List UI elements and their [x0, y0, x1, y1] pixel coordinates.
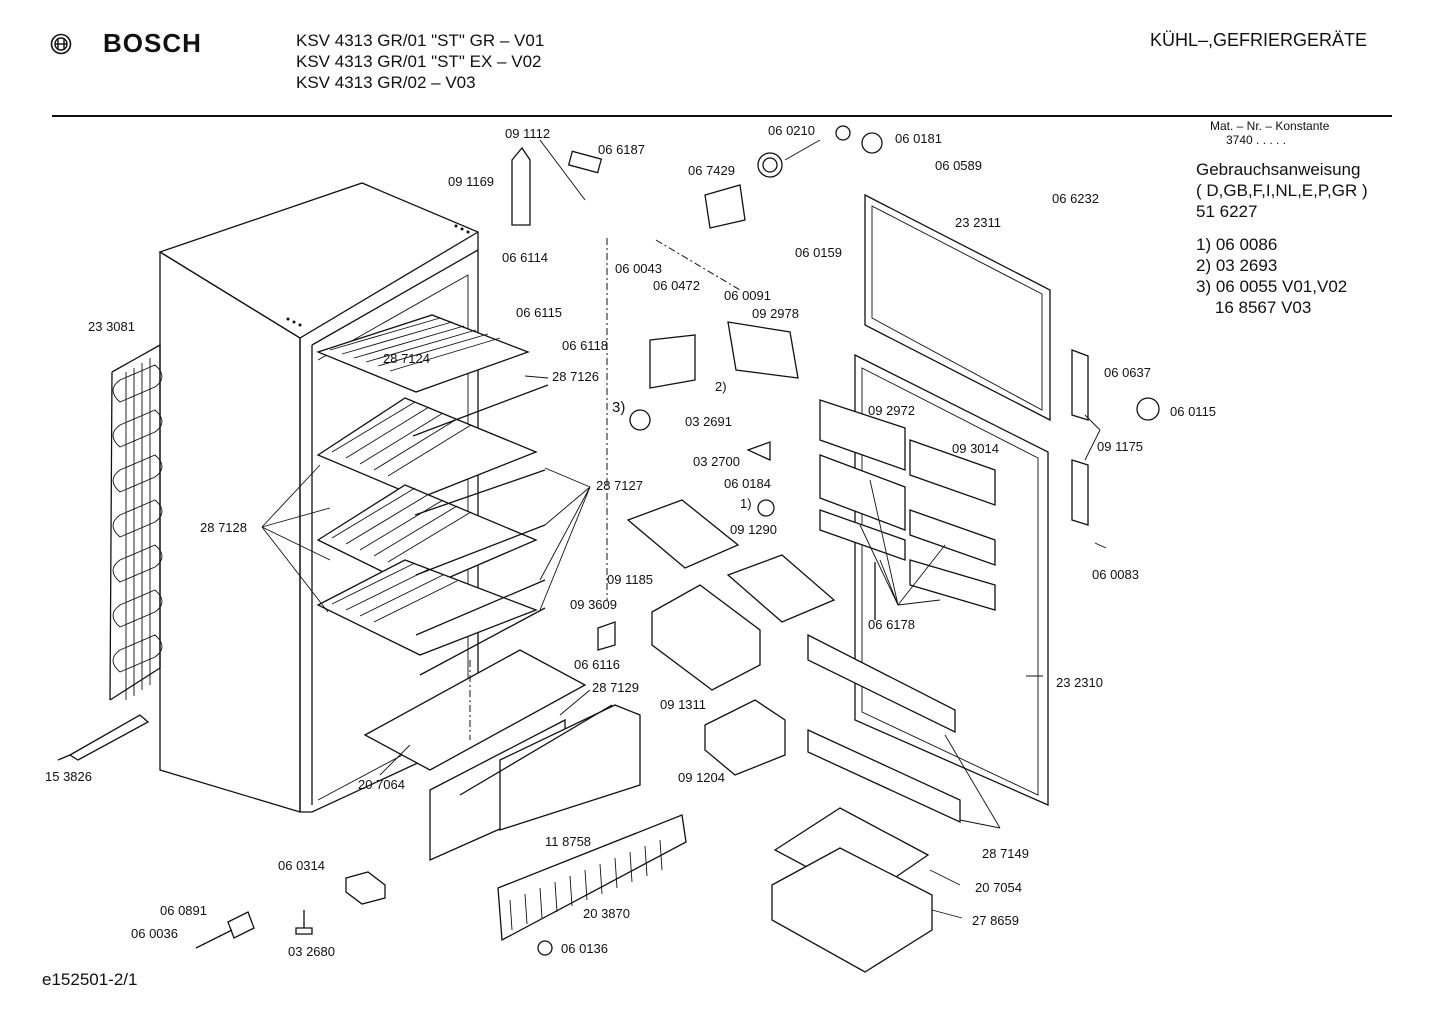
info-box: Mat. – Nr. – Konstante 3740 . . . . . Ge… — [1196, 119, 1368, 318]
part-label: 15 3826 — [45, 769, 92, 784]
part-label: 23 2311 — [955, 215, 1001, 230]
part-label: 03 2700 — [693, 454, 740, 469]
part-label: 06 0083 — [1092, 567, 1139, 582]
note-1: 1) 06 0086 — [1196, 235, 1278, 254]
part-label: 28 7129 — [592, 680, 639, 695]
bottom-drawers — [771, 807, 933, 973]
header-divider — [52, 115, 1392, 117]
part-label: 09 2972 — [868, 403, 915, 418]
part-label: 20 7064 — [358, 777, 405, 792]
part-label: 03 2691 — [685, 414, 732, 429]
mat-label: Mat. – Nr. – Konstante — [1210, 119, 1330, 133]
door-bins — [807, 399, 996, 824]
part-label: 09 2978 — [752, 306, 799, 321]
egg-trays — [626, 499, 836, 776]
part-label: 06 6178 — [868, 617, 915, 632]
assembly-centerlines — [469, 238, 741, 740]
part-label: 23 3081 — [88, 319, 135, 334]
crisper-drawers — [363, 649, 641, 862]
part-number-labels: 09 1112 06 6187 09 1169 06 0210 06 0181 06 05… — [45, 123, 1216, 959]
part-label: 28 7124 — [383, 351, 430, 366]
bosch-armature-logo-icon — [50, 33, 72, 55]
appliance-category: KÜHL–,GEFRIERGERÄTE — [1150, 30, 1368, 50]
part-label: 09 1175 — [1097, 439, 1143, 454]
part-label: 06 6115 — [516, 305, 562, 320]
note-2: 2) 03 2693 — [1196, 256, 1278, 275]
model-line: KSV 4313 GR/02 – V03 — [296, 73, 476, 92]
part-label: 06 0314 — [278, 858, 325, 873]
part-label: 23 2310 — [1056, 675, 1103, 690]
drawing-id: e152501-2/1 — [42, 970, 138, 989]
ventilation-grille — [497, 814, 687, 942]
model-line: KSV 4313 GR/01 "ST" GR – V01 — [296, 31, 545, 50]
part-label: 09 1204 — [678, 770, 725, 785]
part-label: 06 0181 — [895, 131, 942, 146]
part-label: 09 1112 — [505, 126, 550, 141]
part-label: 20 7054 — [975, 880, 1022, 895]
manual-languages: ( D,GB,F,I,NL,E,P,GR ) — [1196, 181, 1368, 200]
part-label: 09 1185 — [607, 572, 653, 587]
condenser-coil — [109, 344, 163, 701]
part-label: 06 6232 — [1052, 191, 1099, 206]
part-label: 06 0043 — [615, 261, 662, 276]
part-label: 2) — [715, 379, 727, 394]
part-label: 09 1311 — [660, 697, 706, 712]
part-label: 28 7128 — [200, 520, 247, 535]
part-label: 1) — [740, 496, 752, 511]
part-label: 06 0136 — [561, 941, 608, 956]
part-label: 11 8758 — [545, 834, 591, 849]
part-label: 06 6118 — [562, 338, 608, 353]
part-label: 06 6114 — [502, 250, 548, 265]
small-parts — [57, 125, 1160, 956]
part-label: 06 0184 — [724, 476, 771, 491]
part-label: 28 7127 — [596, 478, 643, 493]
freezer-door — [864, 193, 1051, 422]
part-label: 06 0891 — [160, 903, 207, 918]
note-4: 16 8567 V03 — [1196, 298, 1312, 317]
part-label: 09 3014 — [952, 441, 999, 456]
part-label: 06 0115 — [1170, 404, 1216, 419]
part-label: 06 0210 — [768, 123, 815, 138]
manual-number: 51 6227 — [1196, 202, 1258, 221]
model-line: KSV 4313 GR/01 "ST" EX – V02 — [296, 52, 542, 71]
leader-lines — [261, 139, 1107, 919]
note-3: 3) 06 0055 V01,V02 — [1196, 277, 1348, 296]
part-label: 06 0091 — [724, 288, 771, 303]
part-label: 06 0036 — [131, 926, 178, 941]
part-label: 09 1290 — [730, 522, 777, 537]
part-label: 28 7126 — [552, 369, 599, 384]
part-label: 27 8659 — [972, 913, 1019, 928]
glass-shelves — [316, 314, 549, 676]
part-label: 06 0159 — [795, 245, 842, 260]
part-label: 06 6116 — [574, 657, 620, 672]
part-label: 3) — [612, 399, 625, 416]
mat-value: 3740 . . . . . — [1226, 133, 1287, 147]
model-list: KSV 4313 GR/01 "ST" GR – V01 KSV 4313 GR… — [296, 30, 544, 93]
part-label: 06 0472 — [653, 278, 700, 293]
part-label: 28 7149 — [982, 846, 1029, 861]
brand-name: BOSCH — [103, 28, 202, 58]
part-label: 06 7429 — [688, 163, 735, 178]
part-label: 20 3870 — [583, 906, 630, 921]
part-label: 03 2680 — [288, 944, 335, 959]
part-label: 09 1169 — [448, 174, 494, 189]
part-label: 09 3609 — [570, 597, 617, 612]
part-label: 06 0637 — [1104, 365, 1151, 380]
manual-title: Gebrauchsanweisung — [1196, 160, 1361, 179]
part-label: 06 0589 — [935, 158, 982, 173]
part-label: 06 6187 — [598, 142, 645, 157]
